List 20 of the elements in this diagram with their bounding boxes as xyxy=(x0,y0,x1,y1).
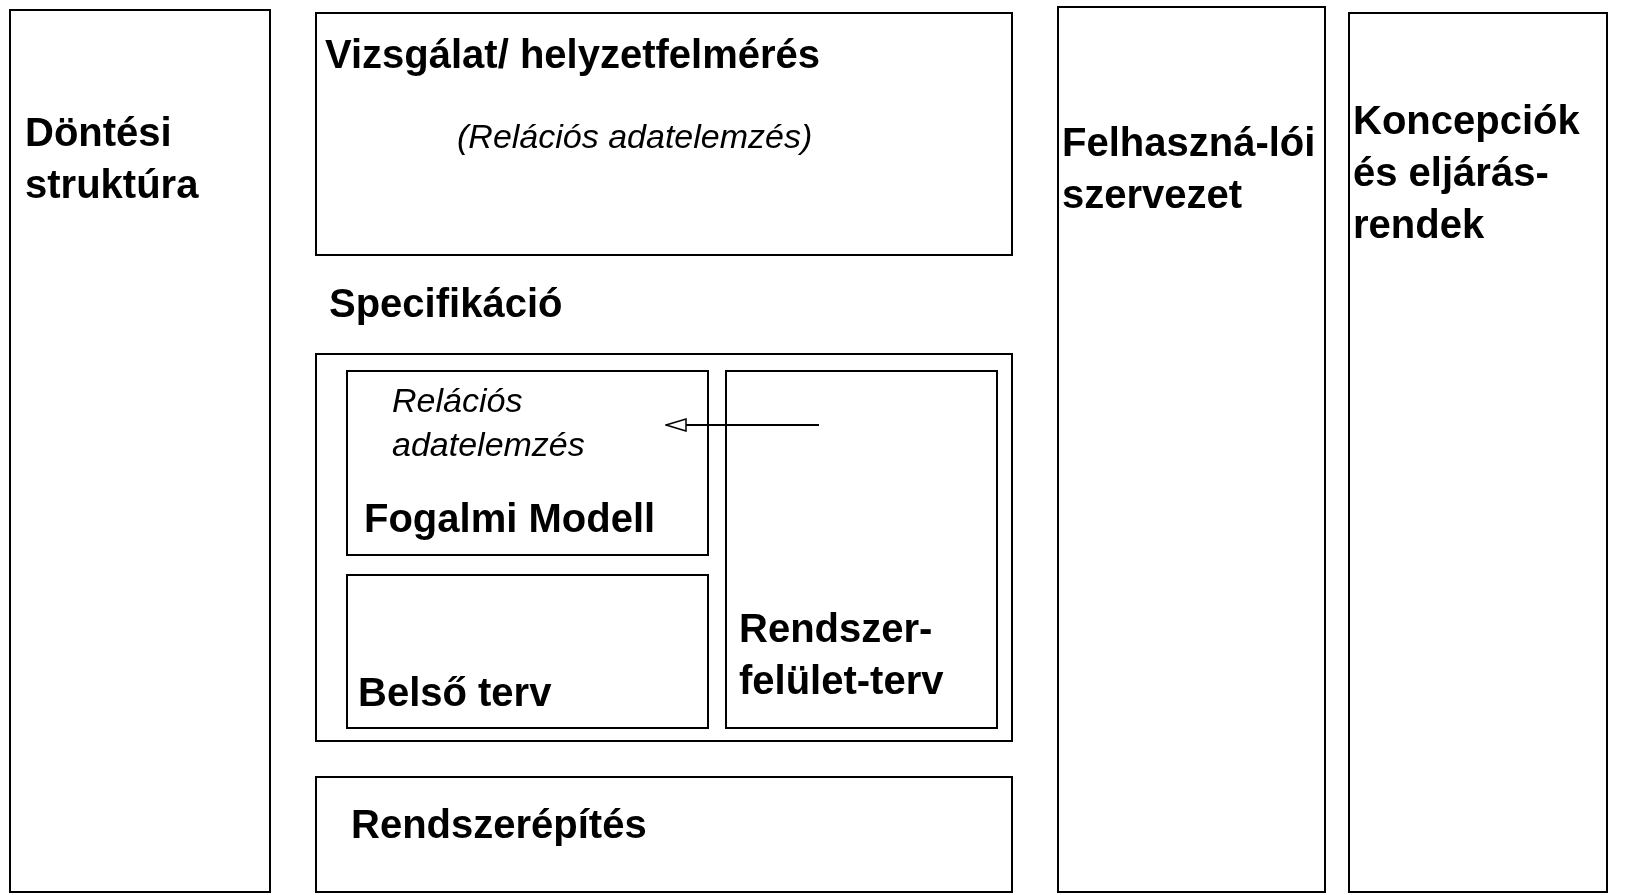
box-label: Felhaszná-lói szervezet xyxy=(1062,119,1317,218)
box-label: Fogalmi Modell xyxy=(364,495,657,542)
box-label: Belső terv xyxy=(358,669,553,716)
method-note: (Relációs adatelemzés) xyxy=(457,116,814,157)
process-box xyxy=(346,574,709,729)
process-box xyxy=(315,12,1013,256)
arrow xyxy=(665,418,820,432)
process-column xyxy=(9,9,271,893)
process-box xyxy=(346,370,709,556)
box-label: Rendszerépítés xyxy=(351,801,648,848)
box-label: Vizsgálat/ helyzetfelmérés xyxy=(325,31,822,78)
box-label: Rendszer-felület-terv xyxy=(739,605,945,704)
process-box xyxy=(725,370,998,729)
process-column xyxy=(1057,6,1326,893)
process-box xyxy=(315,776,1013,893)
box-label: Döntési struktúra xyxy=(25,109,200,208)
method-note: Relációs adatelemzés xyxy=(392,380,586,466)
box-label: Koncepciók és eljárás-rendek xyxy=(1353,97,1581,248)
group-heading: Specifikáció xyxy=(329,280,564,327)
process-column xyxy=(1348,12,1608,893)
